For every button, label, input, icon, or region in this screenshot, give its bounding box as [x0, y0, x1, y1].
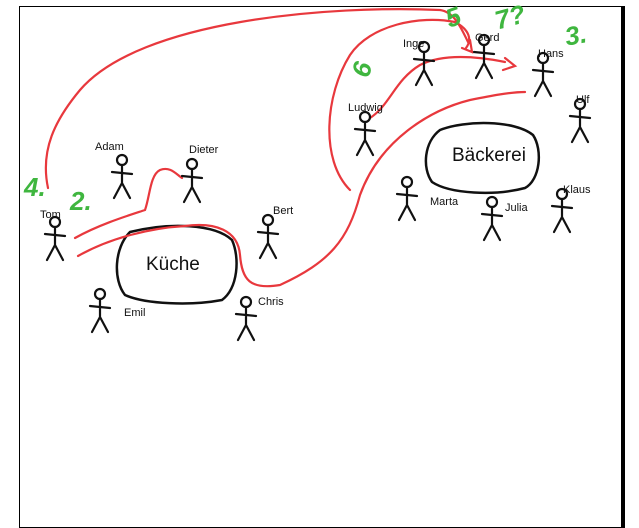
stick-figure-julia: [480, 195, 504, 242]
stick-figure-bert: [256, 213, 280, 260]
stick-figure-adam: [110, 153, 134, 200]
stick-figure-dieter: [180, 157, 204, 204]
person-label-chris: Chris: [258, 296, 284, 308]
person-label-marta: Marta: [430, 196, 459, 208]
arrow-route-1: [44, 8, 470, 190]
person-label-hans: Hans: [538, 48, 564, 60]
person-label-klaus: Klaus: [563, 184, 591, 196]
person-label-emil: Emil: [124, 307, 146, 319]
person-label-dieter: Dieter: [189, 144, 219, 156]
stick-figure-inge: [412, 40, 436, 87]
arrow-route-7: [501, 56, 518, 72]
person-label-inge: Inge: [403, 38, 425, 50]
arrow-route-2: [73, 167, 184, 240]
stick-figure-tom: [43, 215, 67, 262]
sketch-canvas: [43, 8, 592, 342]
stick-figure-ludwig: [353, 110, 377, 157]
person-label-adam: Adam: [95, 141, 124, 153]
arrow-route-5: [368, 56, 507, 120]
person-label-ludwig: Ludwig: [348, 102, 383, 114]
person-label-bert: Bert: [273, 205, 294, 217]
stick-figure-chris: [234, 295, 258, 342]
stick-figure-marta: [395, 175, 419, 222]
stick-figure-emil: [88, 287, 112, 334]
stick-figure-klaus: [550, 187, 574, 234]
arrow-route-6: [460, 38, 474, 54]
annotation-2: 2.: [70, 186, 92, 216]
person-label-gerd: Gerd: [475, 32, 500, 44]
room-label-kueche: Küche: [146, 254, 200, 275]
arrow-route-3: [76, 90, 527, 288]
kueche-room-outline: [115, 224, 238, 305]
person-label-tom: Tom: [40, 209, 61, 221]
annotation-4: 4.: [24, 172, 46, 202]
stick-figure-gerd: [472, 33, 496, 80]
person-label-julia: Julia: [505, 202, 528, 214]
person-label-ulf: Ulf: [576, 94, 590, 106]
stick-figure-hans: [531, 51, 555, 98]
path-arrows: [44, 8, 527, 288]
baeckerei-room-outline: [424, 121, 540, 195]
room-label-baeckerei: Bäckerei: [452, 145, 526, 166]
arrow-route-4: [328, 18, 471, 192]
stick-figure-ulf: [568, 97, 592, 144]
